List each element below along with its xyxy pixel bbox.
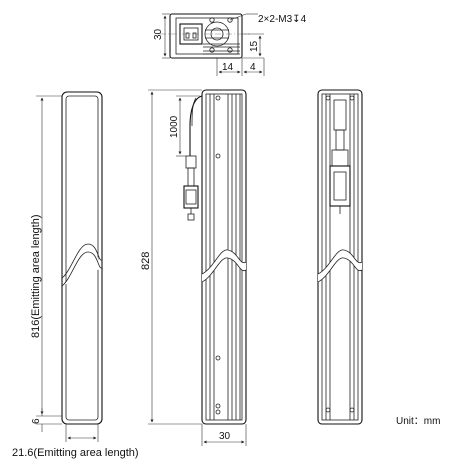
front-emitting-view [61, 91, 103, 425]
top-end-view [160, 13, 250, 59]
screw-hole [209, 17, 215, 23]
side-view-with-cable [183, 89, 247, 425]
top-height-label: 30 [153, 28, 164, 40]
emitting-width-label: 21.6(Emitting area length) [12, 447, 139, 459]
side-view-dimensions [148, 89, 247, 446]
thread-spec-label: 2×2-M3↧4 [258, 14, 307, 25]
cable-length-label: 1000 [169, 115, 180, 138]
side-width-label: 30 [219, 431, 231, 442]
emitting-length-label: 816(Emitting area length) [30, 214, 42, 338]
back-view [317, 89, 363, 425]
end-margin-label: 6 [31, 418, 42, 424]
top-bottom-left-label: 14 [222, 62, 234, 73]
screw-hole [209, 47, 215, 53]
screw-hole [227, 47, 233, 53]
top-right-dim-label: 15 [249, 40, 260, 52]
top-view-dimensions [162, 13, 265, 76]
overall-length-label: 828 [140, 252, 152, 270]
unit-label: Unit：mm [396, 416, 440, 427]
front-view-dimensions [36, 95, 99, 442]
screw-hole [227, 17, 233, 23]
top-bottom-right-label: 4 [250, 62, 256, 73]
